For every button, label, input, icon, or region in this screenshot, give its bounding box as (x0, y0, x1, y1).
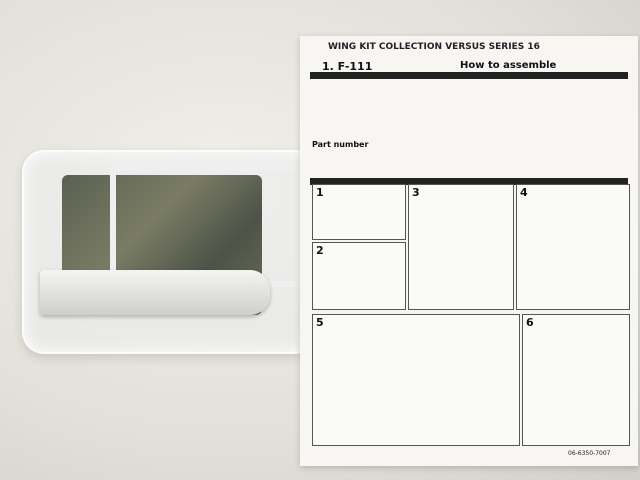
part-number-heading: Part number (312, 140, 369, 149)
step-box-4: 4 (516, 184, 630, 310)
step-box-1: 1 (312, 184, 406, 240)
parts-bar (310, 178, 628, 185)
step-number: 1 (316, 186, 324, 199)
step-box-6: 6 (522, 314, 630, 446)
step-box-3: 3 (408, 184, 514, 310)
how-to-heading: How to assemble (460, 60, 557, 71)
step-number: 2 (316, 244, 324, 257)
step-number: 5 (316, 316, 324, 329)
step-box-5: 5 (312, 314, 520, 446)
step-box-2: 2 (312, 242, 406, 310)
step-number: 6 (526, 316, 534, 329)
step-number: 3 (412, 186, 420, 199)
phone-number: 06-6350-7007 (568, 450, 611, 457)
aircraft-fuselage-part (40, 270, 270, 315)
instruction-sheet: WING KIT COLLECTION VERSUS SERIES 16 1. … (300, 36, 638, 466)
white-sprue-frame (110, 165, 302, 287)
model-name: 1. F-111 (322, 60, 373, 73)
series-title: WING KIT COLLECTION VERSUS SERIES 16 (328, 42, 540, 52)
step-number: 4 (520, 186, 528, 199)
header-bar (310, 72, 628, 79)
